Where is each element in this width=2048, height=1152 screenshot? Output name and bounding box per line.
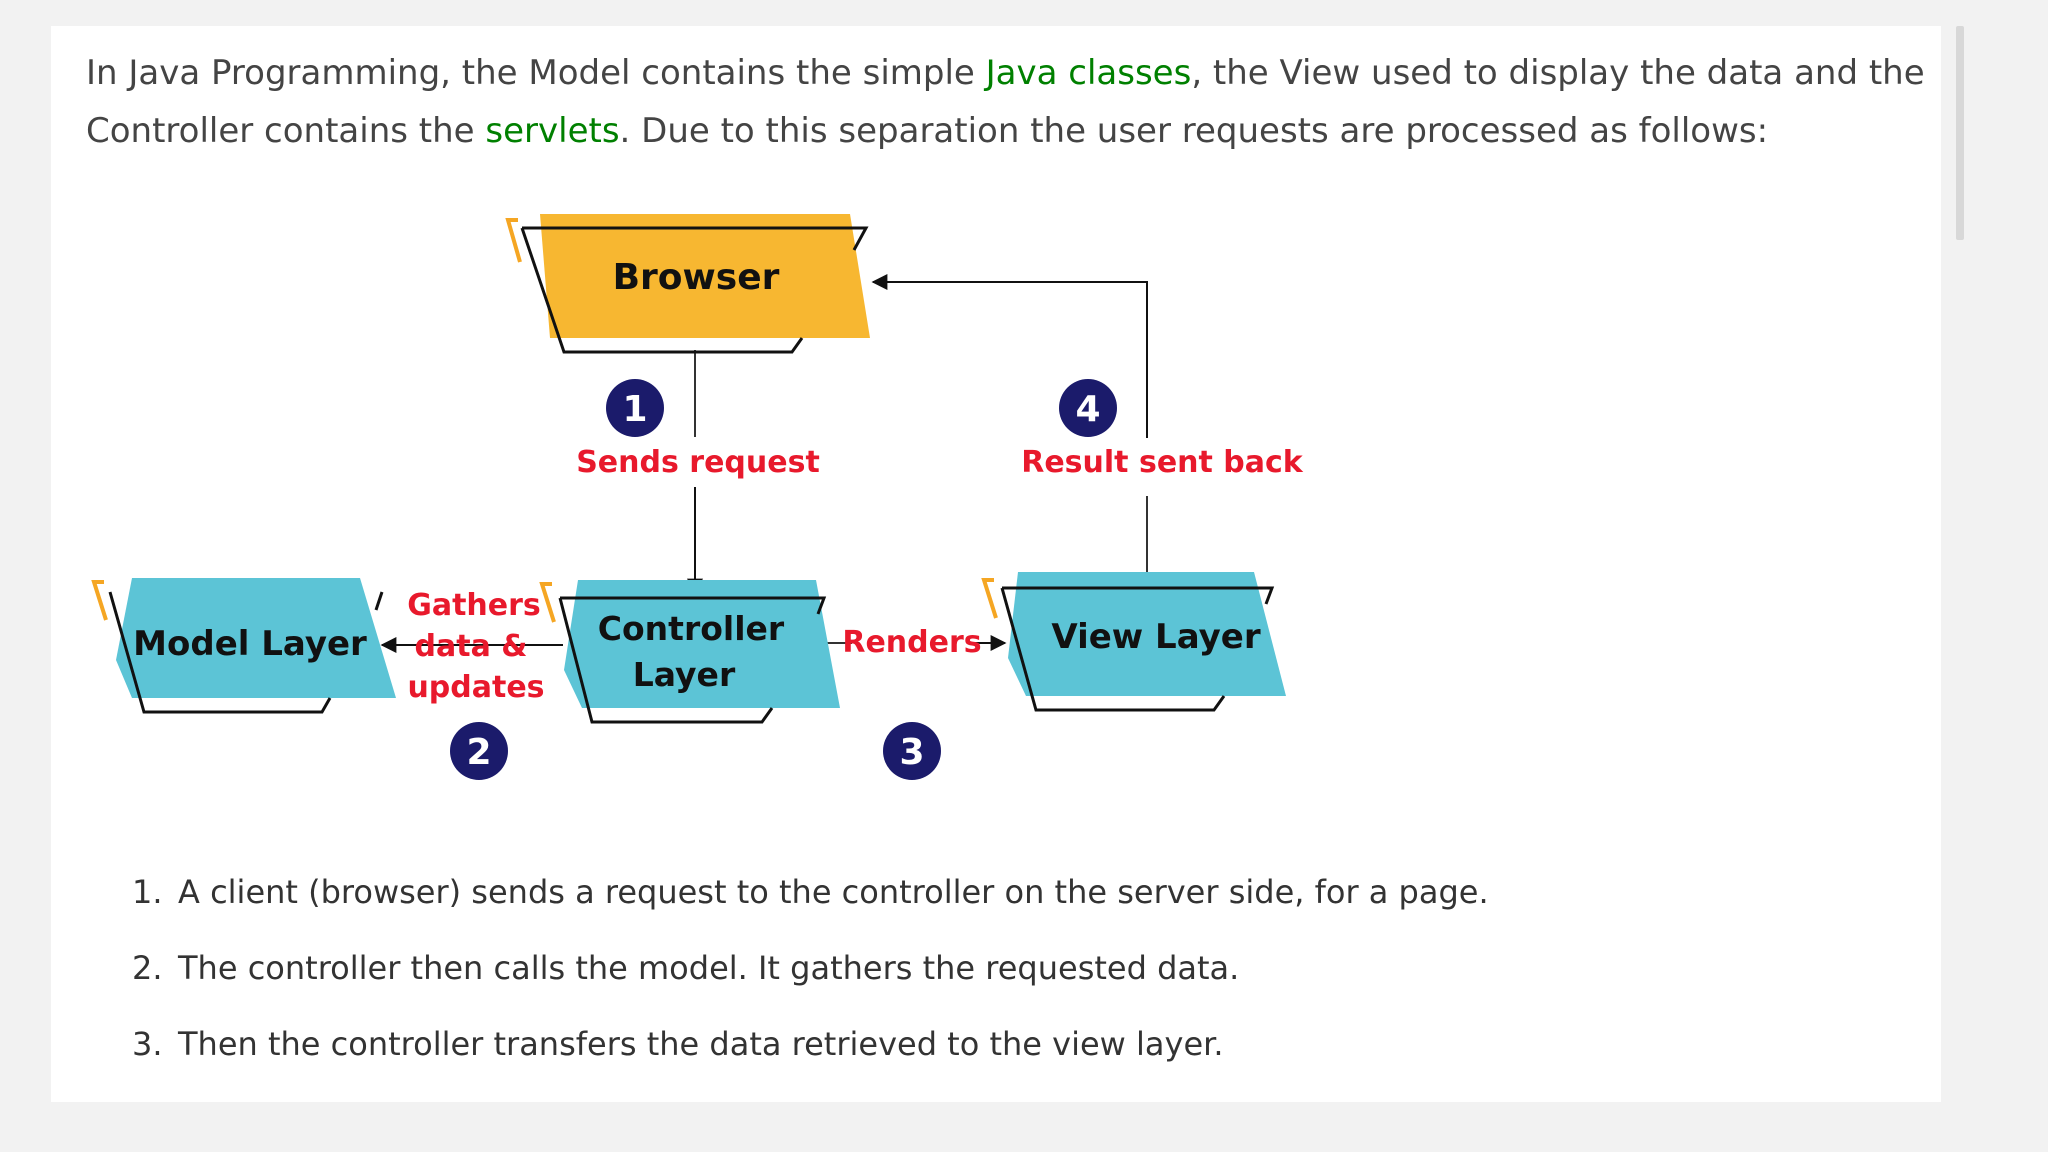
list-item-number: 1.	[132, 873, 163, 911]
intro-text-2: , the View used to display the data and …	[86, 53, 1925, 151]
browser-label: Browser	[613, 257, 780, 298]
servlets-link[interactable]: servlets	[485, 111, 620, 151]
step-badge-2: 2	[450, 722, 508, 780]
list-item: 3. Then the controller transfers the data…	[132, 1014, 1489, 1090]
browser-outline	[522, 226, 869, 251]
browser-shape	[540, 214, 870, 338]
controller-outline-2	[558, 597, 774, 724]
list-item-text: The controller then calls the model. It …	[178, 949, 1240, 987]
svg-text:1: 1	[622, 389, 647, 430]
step-badge-1: 1	[606, 379, 664, 437]
controller-label-line2: Layer	[633, 655, 736, 694]
intro-text-3: . Due to this separation the user reques…	[619, 111, 1769, 151]
view-shape	[1008, 572, 1286, 696]
step-badge-3: 3	[883, 722, 941, 780]
renders-label: Renders	[842, 625, 981, 660]
controller-shape	[564, 580, 840, 708]
model-outline	[374, 591, 384, 611]
model-label: Model Layer	[133, 624, 367, 664]
view-accent	[981, 578, 998, 619]
controller-outline	[560, 596, 827, 615]
model-accent	[91, 580, 108, 621]
gathers-label-line2: data &	[415, 629, 528, 664]
browser-accent	[505, 218, 522, 263]
browser-node: Browser	[505, 214, 870, 354]
controller-layer-node: Controller Layer	[539, 580, 840, 724]
svg-text:3: 3	[899, 732, 924, 773]
controller-accent	[539, 582, 556, 623]
browser-outline-2	[520, 227, 804, 354]
list-item-text: Then the controller transfers the data r…	[178, 1025, 1224, 1063]
list-item: 1. A client (browser) sends a request to …	[132, 862, 1489, 938]
scrollbar-thumb[interactable]	[1956, 26, 1964, 240]
arrow-result-sent-back-top	[871, 274, 1148, 438]
content-card	[51, 26, 1941, 1102]
steps-list: 1. A client (browser) sends a request to …	[132, 862, 1489, 1090]
java-classes-link[interactable]: Java classes	[985, 53, 1192, 93]
intro-paragraph: In Java Programming, the Model contains …	[86, 44, 1926, 160]
svg-text:4: 4	[1075, 389, 1100, 430]
step-badge-4: 4	[1059, 379, 1117, 437]
view-outline-2	[1000, 587, 1226, 712]
model-outline-2	[108, 591, 332, 714]
controller-label-line1: Controller	[598, 609, 785, 648]
view-label: View Layer	[1051, 617, 1260, 657]
list-item-number: 3.	[132, 1025, 163, 1063]
gathers-label-line1: Gathers	[407, 588, 541, 623]
view-layer-node: View Layer	[981, 572, 1286, 712]
intro-text-1: In Java Programming, the Model contains …	[86, 53, 986, 93]
result-sent-back-label: Result sent back	[1021, 445, 1304, 480]
model-shape	[116, 578, 396, 698]
list-item: 2. The controller then calls the model. I…	[132, 938, 1489, 1014]
list-item-number: 2.	[132, 949, 163, 987]
sends-request-label: Sends request	[576, 445, 820, 480]
gathers-label-line3: updates	[407, 670, 544, 705]
svg-text:2: 2	[466, 732, 491, 773]
list-item-text: A client (browser) sends a request to th…	[178, 873, 1489, 911]
view-outline	[1002, 586, 1275, 605]
model-layer-node: Model Layer	[91, 578, 396, 714]
mvc-diagram: Browser Model Layer Controller Layer Vie…	[91, 214, 1304, 780]
